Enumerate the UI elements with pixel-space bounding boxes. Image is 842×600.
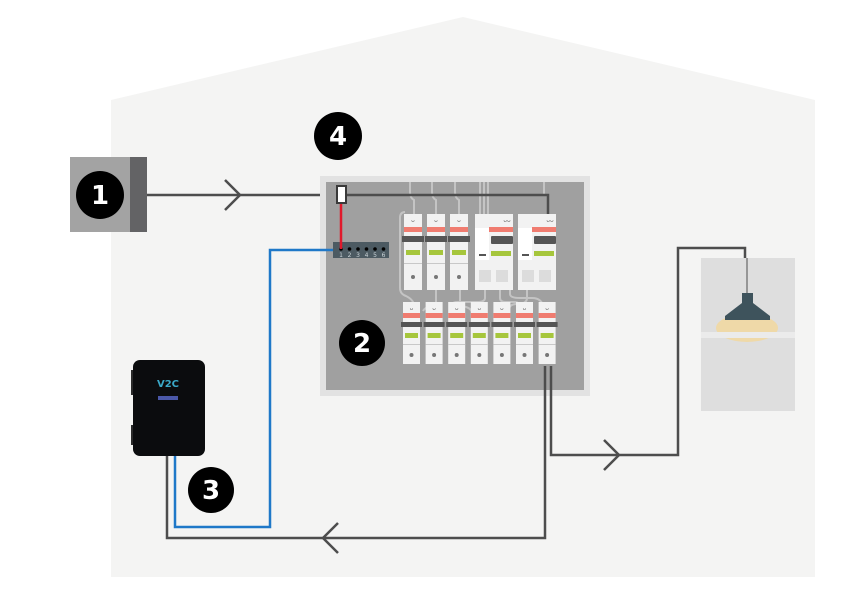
terminal-screw — [356, 247, 360, 251]
data-cable — [173, 248, 333, 529]
differential-breaker[interactable]: ᴗᴗ — [475, 214, 513, 290]
terminal-screw — [364, 247, 369, 251]
lamp-circuit-wire — [549, 246, 747, 457]
terminal-block-body — [333, 242, 389, 258]
svg-text:ᴗ: ᴗ — [477, 305, 481, 312]
meter-side — [130, 157, 147, 232]
breaker[interactable]: ᴗ — [423, 302, 445, 364]
svg-text:ᴗ: ᴗ — [410, 305, 414, 312]
ev-charger: V2C — [131, 360, 205, 456]
breaker[interactable]: ᴗ — [514, 302, 535, 364]
svg-text:3: 3 — [202, 476, 220, 506]
svg-text:ᴗ: ᴗ — [455, 305, 459, 312]
terminal-screw — [373, 247, 377, 251]
distribution-panel: ᴗ ᴗ ᴗ — [320, 176, 590, 396]
callout-badge-1: 1 — [76, 171, 124, 219]
breaker[interactable]: ᴗ — [425, 214, 447, 290]
svg-text:ᴗ: ᴗ — [411, 217, 415, 224]
arrow-panel-to-charger — [321, 522, 339, 554]
terminal-label: 3 — [356, 252, 360, 259]
svg-text:1: 1 — [91, 181, 109, 211]
breaker[interactable]: ᴗ — [491, 302, 513, 364]
charger-body — [133, 360, 205, 456]
svg-text:ᴗ: ᴗ — [500, 305, 504, 312]
arrow-grid-to-panel — [224, 179, 242, 211]
terminal-screw — [381, 247, 386, 251]
svg-text:ᴗ: ᴗ — [432, 305, 436, 312]
svg-text:ᴗᴗ: ᴗᴗ — [503, 217, 511, 224]
charger-led-indicator — [158, 396, 178, 400]
svg-text:ᴗ: ᴗ — [523, 305, 527, 312]
terminal-label: 5 — [373, 252, 377, 259]
lamp-room — [701, 258, 795, 411]
svg-text:4: 4 — [329, 122, 347, 152]
svg-text:ᴗᴗ: ᴗᴗ — [546, 217, 554, 224]
breaker[interactable]: ᴗ — [468, 302, 490, 364]
terminal-label: 6 — [382, 252, 386, 259]
current-sensor-clamp — [336, 185, 347, 204]
breaker[interactable]: ᴗ — [401, 302, 422, 364]
svg-text:ᴗ: ᴗ — [457, 217, 461, 224]
lamp-shade-icon — [725, 293, 770, 320]
differential-breaker[interactable]: ᴗᴗ — [518, 214, 556, 290]
terminal-label: 4 — [365, 252, 369, 259]
room-shelf-line — [701, 332, 795, 338]
charger-circuit-wire — [165, 366, 547, 540]
breaker[interactable]: ᴗ — [402, 214, 424, 290]
terminal-label: 1 — [339, 252, 343, 259]
svg-text:ᴗ: ᴗ — [545, 305, 549, 312]
callout-badge-2: 2 — [339, 320, 385, 366]
breaker[interactable]: ᴗ — [448, 214, 470, 290]
top-breakers: ᴗ ᴗ ᴗ — [402, 214, 556, 290]
sensor-line — [341, 193, 550, 214]
callout-badge-3: 3 — [188, 467, 234, 513]
charger-brand-logo: V2C — [157, 379, 179, 390]
svg-text:ᴗ: ᴗ — [434, 217, 438, 224]
terminal-screw — [347, 247, 352, 251]
arrow-panel-to-lamp — [603, 439, 621, 471]
callout-badge-4: 4 — [314, 112, 362, 160]
breaker[interactable]: ᴗ — [536, 302, 558, 364]
breaker[interactable]: ᴗ — [446, 302, 468, 364]
terminal-label: 2 — [348, 252, 352, 259]
svg-text:2: 2 — [353, 329, 371, 359]
